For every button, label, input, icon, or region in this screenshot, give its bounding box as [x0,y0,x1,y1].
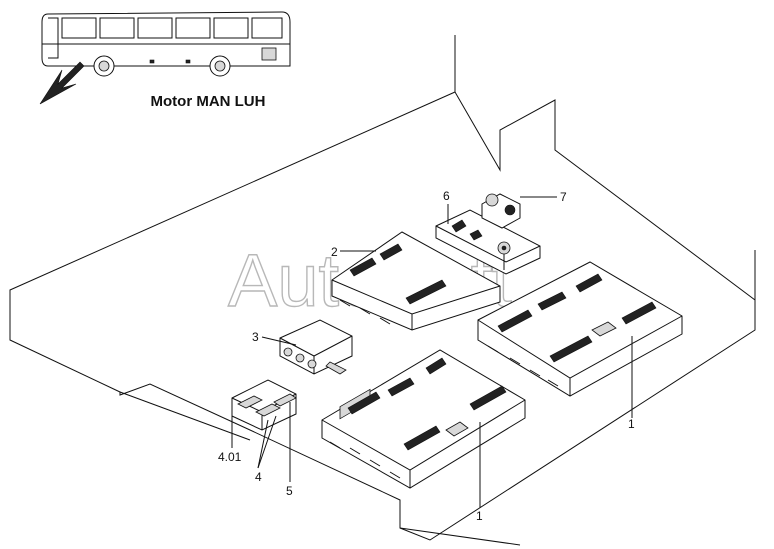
callout-4: 4 [255,470,262,484]
callout-6: 6 [443,189,450,203]
diagram-title: Motor MAN LUH [150,93,266,110]
leader-lines [231,196,633,508]
callout-1-right: 1 [628,417,635,431]
fuse-holder-6 [435,209,541,275]
direction-arrow-icon [39,61,85,105]
connector-7 [481,193,521,229]
relay-box-3 [279,319,353,375]
control-unit-2 [331,231,501,331]
callout-3: 3 [252,330,259,344]
callout-7: 7 [560,190,567,204]
relay-group-4-5 [231,379,297,431]
control-unit-1-right [477,261,683,397]
callout-2: 2 [331,245,338,259]
bus-icon [41,11,291,77]
control-unit-1-front [321,349,526,489]
callout-5: 5 [286,484,293,498]
callout-4-01: 4.01 [218,450,242,464]
callout-1-front: 1 [476,509,483,523]
